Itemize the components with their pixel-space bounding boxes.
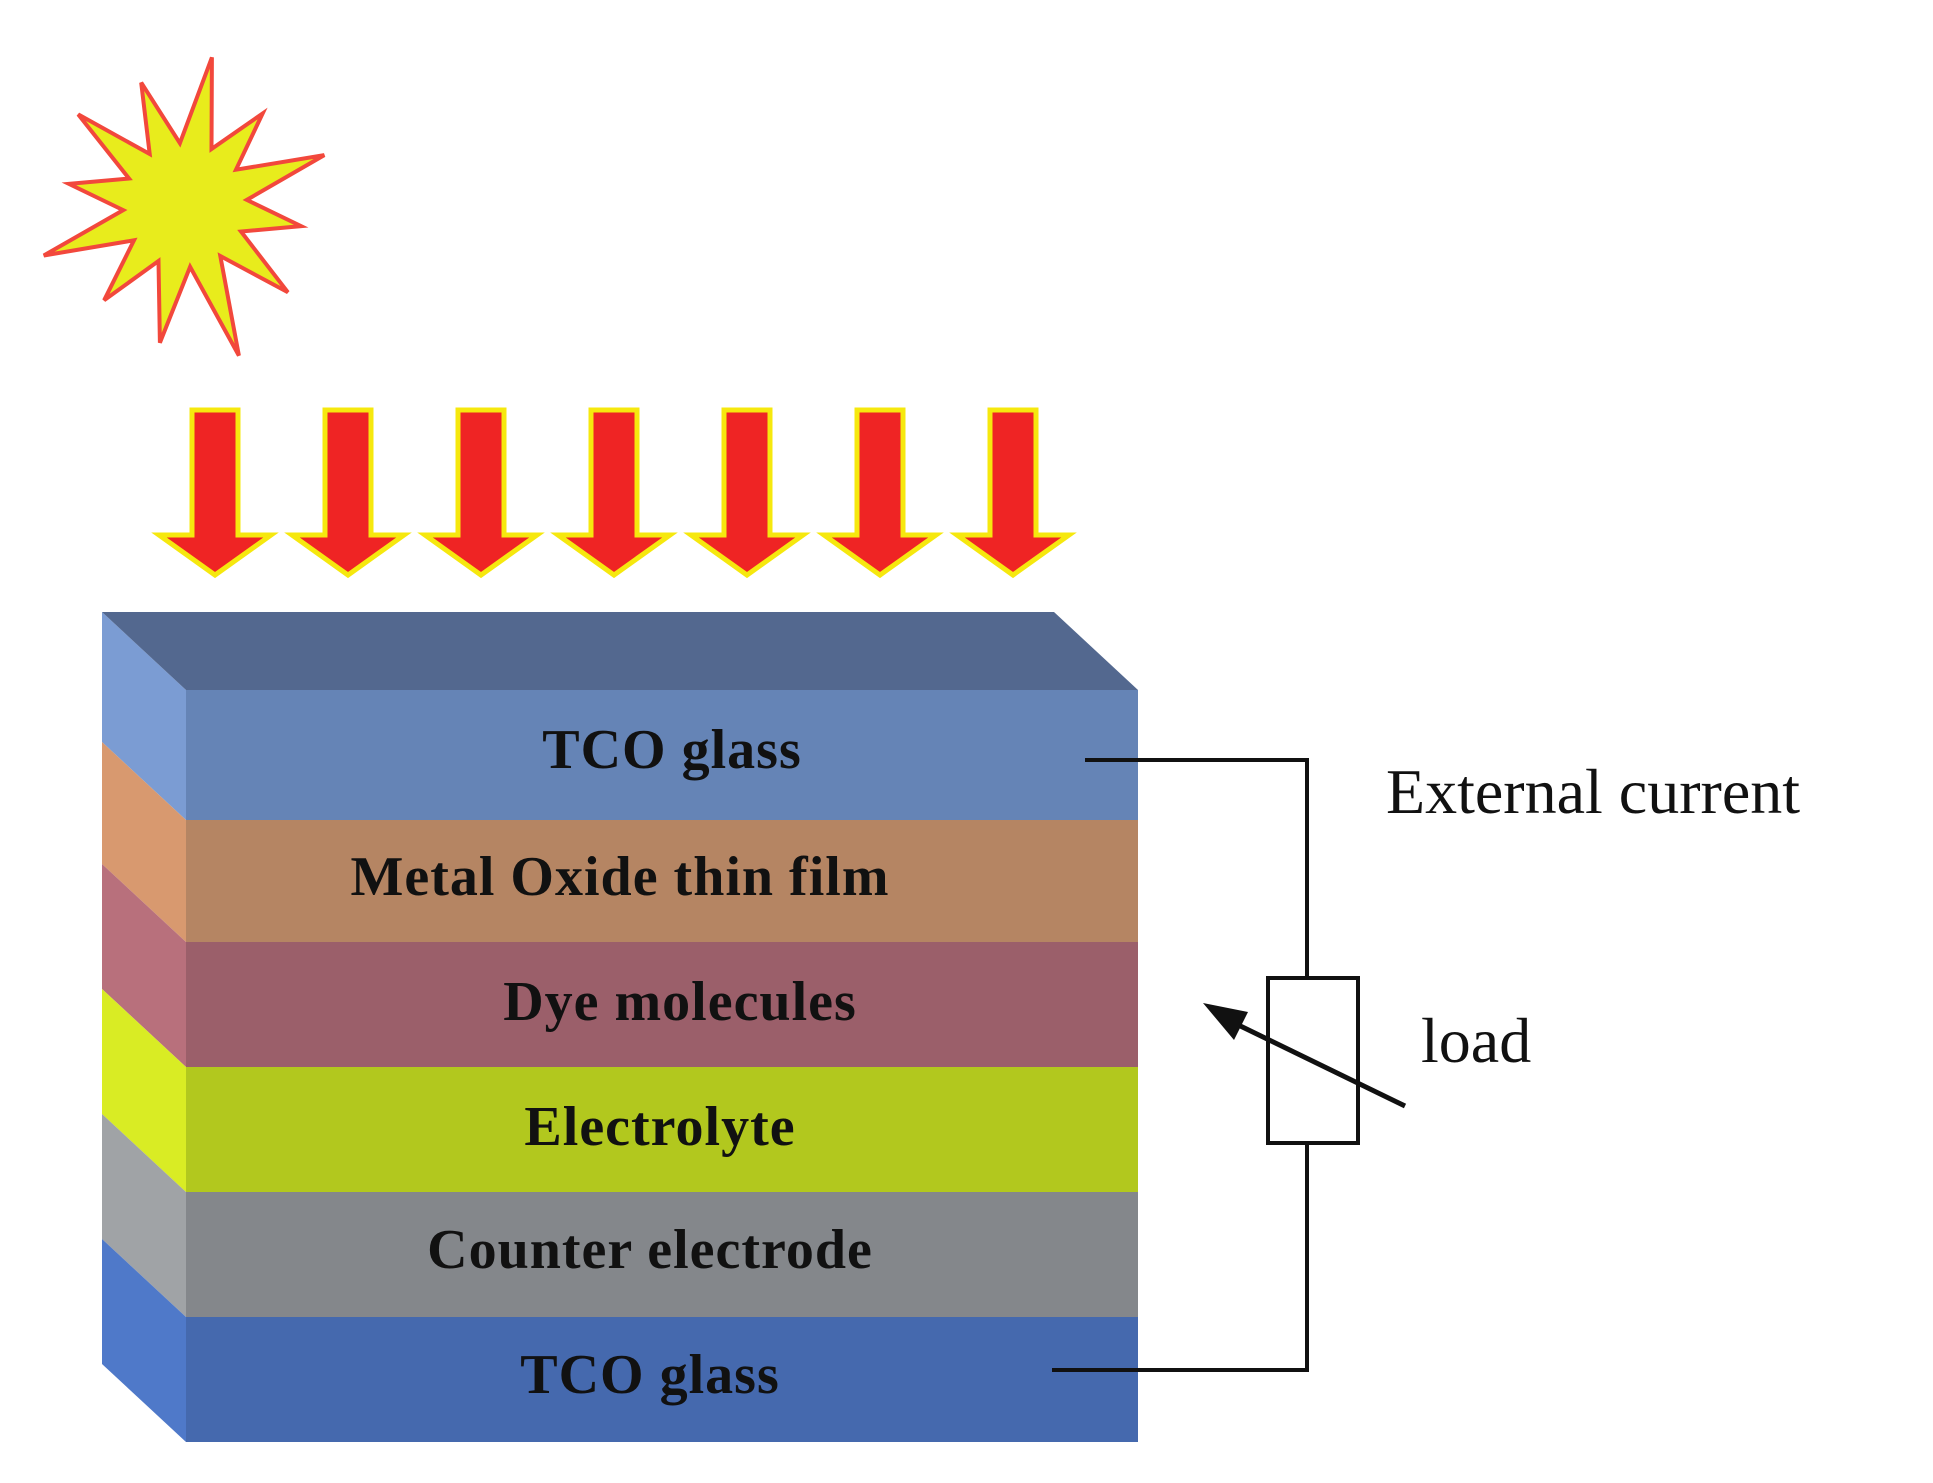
down-arrow-icon	[949, 407, 1077, 579]
layer-front-dye	[186, 942, 1138, 1067]
down-arrow-icon	[417, 407, 545, 579]
down-arrow-icon	[550, 407, 678, 579]
sun-icon	[42, 56, 326, 357]
layer-label-tco-glass-top: TCO glass	[542, 719, 802, 781]
layer-label-tco-glass-bottom: TCO glass	[520, 1344, 780, 1406]
layer-front-tco-glass-top	[186, 690, 1138, 820]
layer-front-metal-oxide	[186, 820, 1138, 942]
down-arrow-icon	[683, 407, 811, 579]
down-arrow-icon	[151, 407, 279, 579]
layer-label-dye: Dye molecules	[503, 971, 857, 1033]
external-circuit	[1052, 758, 1360, 1372]
layer-front-electrolyte	[186, 1067, 1138, 1192]
layer-stack	[102, 612, 1138, 1442]
circuit-wire-top	[1085, 758, 1309, 978]
external-current-label: External current	[1386, 756, 1800, 827]
layer-side-counter-electrode	[102, 1114, 186, 1317]
layer-side-metal-oxide	[102, 742, 186, 942]
layer-label-metal-oxide: Metal Oxide thin film	[351, 846, 890, 908]
layer-side-dye	[102, 864, 186, 1067]
down-arrow-icon	[816, 407, 944, 579]
down-arrow-icon	[284, 407, 412, 579]
circuit-wire-bottom	[1052, 1143, 1309, 1372]
stack-top-face	[102, 612, 1138, 690]
layer-label-counter-electrode: Counter electrode	[427, 1219, 873, 1281]
light-arrows	[151, 407, 1077, 579]
layer-front-counter-electrode	[186, 1192, 1138, 1317]
layer-side-tco-glass-top	[102, 612, 186, 820]
layer-label-electrolyte: Electrolyte	[524, 1096, 795, 1158]
variable-resistor-icon	[1203, 1003, 1407, 1109]
layer-side-tco-glass-bottom	[102, 1239, 186, 1442]
layer-labels: TCO glass Metal Oxide thin film Dye mole…	[351, 719, 890, 1406]
layer-side-electrolyte	[102, 989, 186, 1192]
load-label: load	[1421, 1005, 1531, 1076]
layer-front-tco-glass-bottom	[186, 1317, 1138, 1442]
